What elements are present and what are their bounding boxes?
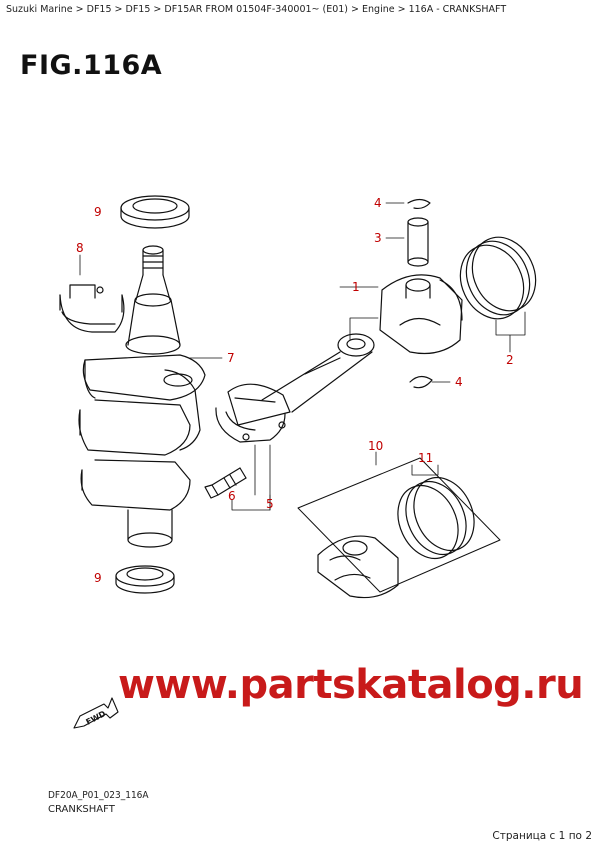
circlip-top[interactable] xyxy=(407,198,431,210)
callout-11[interactable]: 11 xyxy=(418,451,433,465)
diagram-code: DF20A_P01_023_116A xyxy=(48,790,149,801)
callout-1[interactable]: 1 xyxy=(352,280,360,294)
breadcrumb-sep: > xyxy=(348,4,363,15)
callout-3[interactable]: 3 xyxy=(374,231,382,245)
callout-4-top[interactable]: 4 xyxy=(374,196,382,210)
figure-title: FIG.116A xyxy=(20,50,163,81)
oil-seal-top[interactable] xyxy=(120,195,190,229)
watermark: www.partskatalog.ru xyxy=(118,662,584,708)
fwd-arrow-icon: FWD xyxy=(73,697,119,729)
rod-bolt[interactable] xyxy=(204,467,247,499)
piston-spare[interactable] xyxy=(317,535,399,599)
callout-5[interactable]: 5 xyxy=(266,497,274,511)
diagram-caption: CRANKSHAFT xyxy=(48,804,115,815)
breadcrumb-sep: > xyxy=(150,4,165,15)
callout-6[interactable]: 6 xyxy=(228,489,236,503)
callout-2[interactable]: 2 xyxy=(506,353,514,367)
callout-4-bottom[interactable]: 4 xyxy=(455,375,463,389)
piston[interactable] xyxy=(379,274,463,355)
callout-10[interactable]: 10 xyxy=(368,439,383,453)
page-indicator: Страница с 1 по 2 xyxy=(492,830,592,842)
oil-seal-bottom[interactable] xyxy=(115,565,175,594)
breadcrumb-sep: > xyxy=(111,4,126,15)
breadcrumb-item-df15[interactable]: DF15 xyxy=(86,4,112,15)
breadcrumb-item-model[interactable]: DF15AR FROM 01504F-340001~ (E01) xyxy=(164,4,349,15)
piston-pin[interactable] xyxy=(407,217,429,267)
breadcrumb: Suzuki Marine > DF15 > DF15 > DF15AR FRO… xyxy=(6,4,506,15)
callout-9-bottom[interactable]: 9 xyxy=(94,571,102,585)
callout-9-top[interactable]: 9 xyxy=(94,205,102,219)
breadcrumb-sep: > xyxy=(394,4,409,15)
breadcrumb-item-df15-2[interactable]: DF15 xyxy=(125,4,151,15)
callout-8[interactable]: 8 xyxy=(76,241,84,255)
crankshaft[interactable] xyxy=(78,245,206,548)
connecting-rod[interactable] xyxy=(215,333,375,443)
crank-bearing[interactable] xyxy=(59,284,125,333)
breadcrumb-item-suzuki-marine[interactable]: Suzuki Marine xyxy=(6,4,73,15)
breadcrumb-item-current: 116A - CRANKSHAFT xyxy=(408,4,507,15)
piston-set-box xyxy=(297,457,501,593)
breadcrumb-sep: > xyxy=(72,4,87,15)
piston-rings[interactable] xyxy=(449,227,547,329)
circlip-bottom[interactable] xyxy=(409,375,433,389)
breadcrumb-item-engine[interactable]: Engine xyxy=(362,4,395,15)
callout-7[interactable]: 7 xyxy=(227,351,235,365)
piston-rings-spare[interactable] xyxy=(387,468,486,569)
